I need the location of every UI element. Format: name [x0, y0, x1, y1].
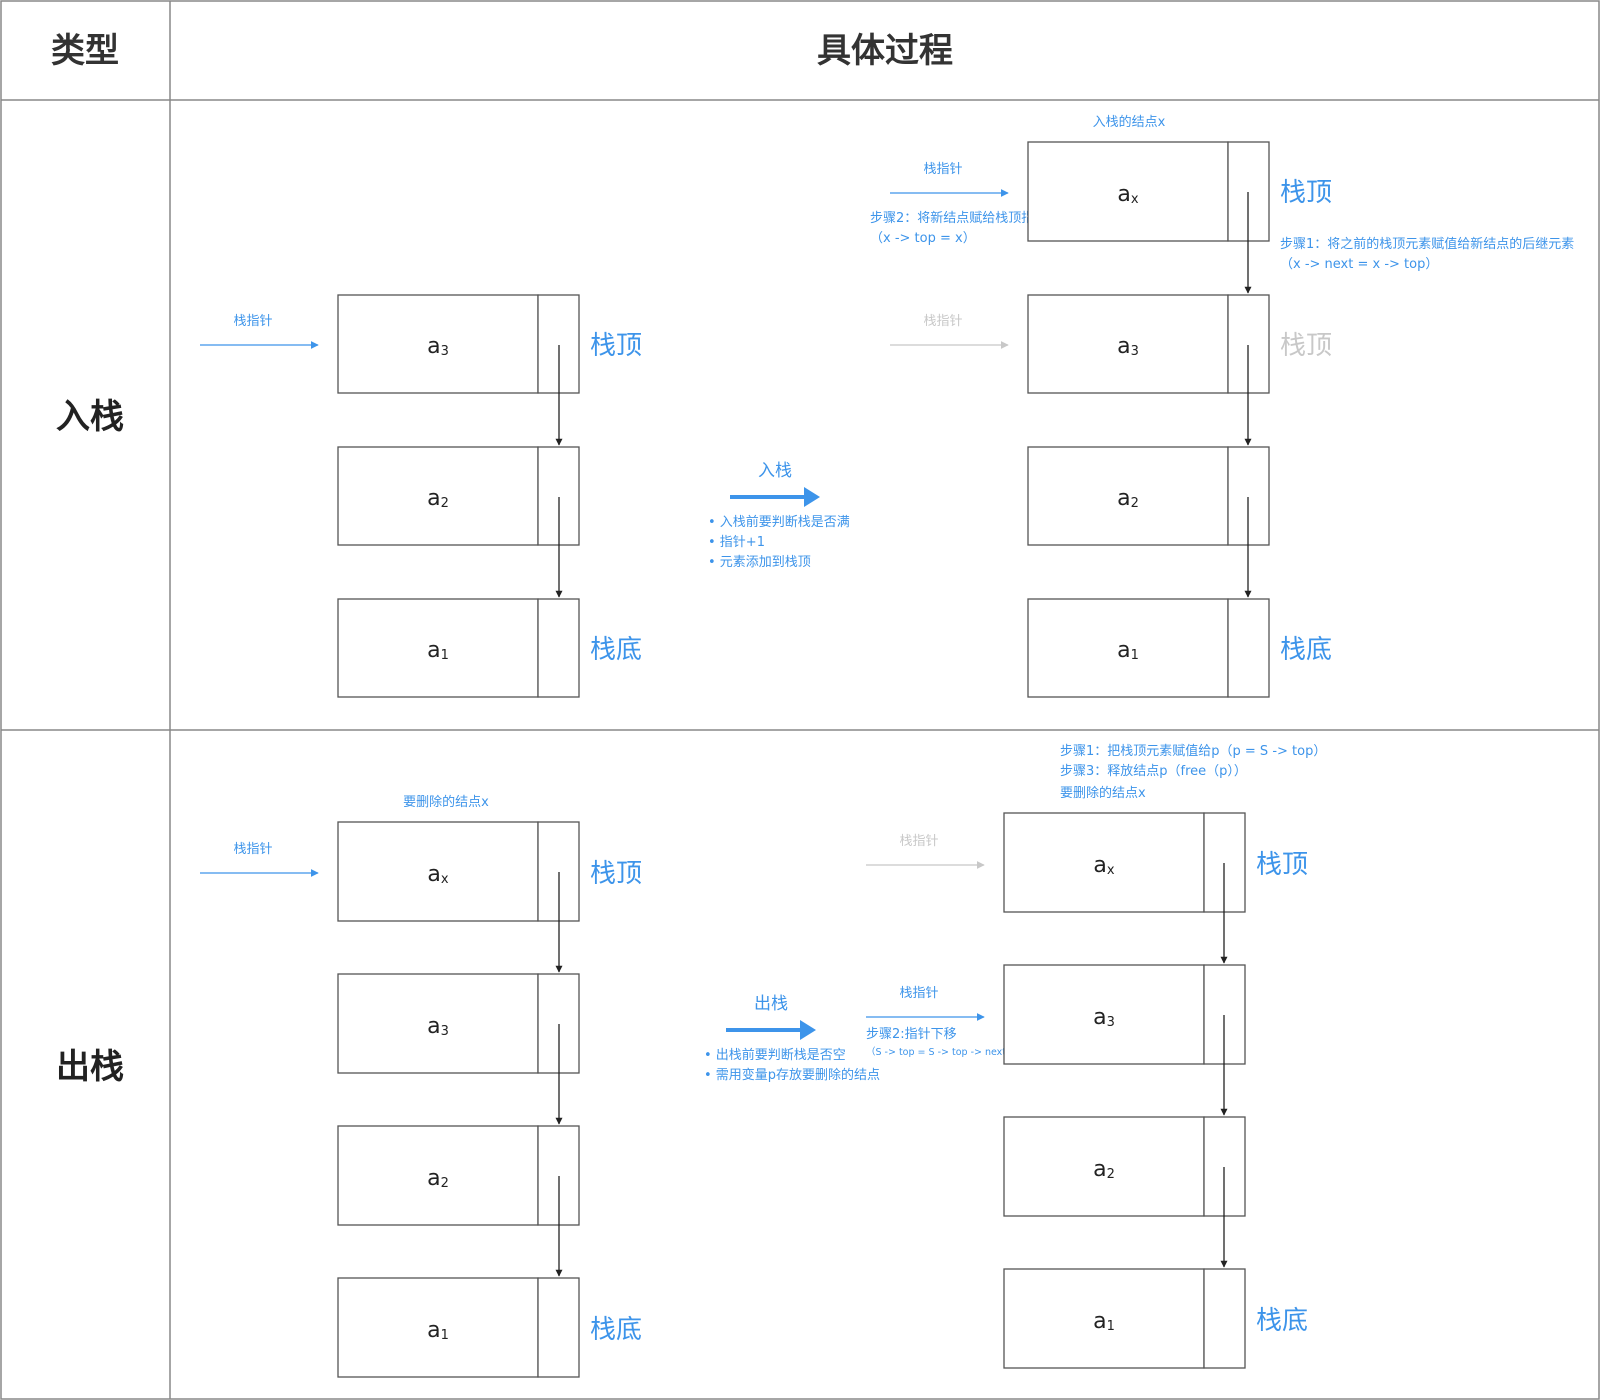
pop-step1-note: 步骤1：把栈顶元素赋值给p（p = S -> top） — [1060, 743, 1326, 759]
stack-node: a3 — [1003, 964, 1246, 1065]
push-step1-note: 步骤1：将之前的栈顶元素赋值给新结点的后继元素 — [1280, 236, 1574, 252]
svg-text:a3: a3 — [1093, 1005, 1115, 1030]
stack-pointer-label: 栈指针 — [899, 986, 938, 1001]
pop-row-label: 出栈 — [56, 1047, 124, 1087]
pop-step2-formula: （S -> top = S -> top -> next） — [866, 1046, 1016, 1058]
pop-operation: 出栈 • 出栈前要判断栈是否空 • 需用变量p存放要删除的结点 — [704, 994, 880, 1083]
svg-text:a1: a1 — [1093, 1309, 1115, 1334]
stack-top-label: 栈顶 — [1280, 178, 1332, 208]
stack-node: a2 — [1027, 446, 1270, 546]
stack-pointer-label: 栈指针 — [233, 314, 272, 329]
stack-node: a2 — [337, 1125, 580, 1226]
stack-node: a1 — [337, 1277, 580, 1378]
pop-step2-note: 步骤2:指针下移 — [866, 1027, 957, 1042]
push-note: • 指针+1 — [708, 535, 765, 550]
svg-text:a1: a1 — [427, 638, 449, 663]
delete-node-caption: 要删除的结点x — [403, 794, 489, 810]
stack-node: ax — [1027, 141, 1270, 242]
stack-node: a3 — [337, 294, 580, 394]
process-column-header: 具体过程 — [817, 31, 953, 71]
push-before-stack: 栈指针 a3 a2 a1 栈顶 栈底 — [200, 294, 642, 698]
svg-text:ax: ax — [427, 862, 448, 887]
pop-operation-label: 出栈 — [754, 994, 788, 1014]
svg-text:a2: a2 — [427, 1166, 449, 1191]
push-step2-note: 步骤2：将新结点赋给栈顶指针 — [870, 210, 1047, 226]
pop-before-stack: 要删除的结点x 栈指针 ax a3 a2 a1 栈顶 栈底 — [200, 794, 642, 1378]
push-row-label: 入栈 — [56, 397, 124, 437]
stack-pointer-label: 栈指针 — [233, 842, 272, 857]
new-node-caption: 入栈的结点x — [1093, 114, 1166, 130]
old-stack-pointer-label: 栈指针 — [923, 314, 962, 329]
stack-top-label: 栈顶 — [1256, 850, 1308, 880]
svg-text:a2: a2 — [1093, 1157, 1115, 1182]
type-column-header: 类型 — [51, 31, 119, 71]
push-step2-formula: （x -> top = x） — [870, 231, 976, 246]
stack-node: a1 — [1003, 1268, 1246, 1369]
stack-bottom-label: 栈底 — [1280, 635, 1332, 665]
svg-text:ax: ax — [1117, 182, 1138, 207]
push-after-stack: 入栈的结点x 栈指针 步骤2：将新结点赋给栈顶指针 （x -> top = x）… — [870, 114, 1574, 698]
stack-node: a3 — [337, 973, 580, 1074]
stack-bottom-label: 栈底 — [1256, 1306, 1308, 1336]
pop-note: • 出栈前要判断栈是否空 — [704, 1047, 846, 1063]
stack-node: a1 — [337, 598, 580, 698]
pop-after-stack: 步骤1：把栈顶元素赋值给p（p = S -> top） 步骤3：释放结点p（fr… — [866, 743, 1326, 1369]
old-stack-top-label: 栈顶 — [1280, 331, 1332, 361]
stack-top-label: 栈顶 — [590, 859, 642, 889]
svg-text:a2: a2 — [1117, 486, 1139, 511]
stack-node: a1 — [1027, 598, 1270, 698]
pop-step3-note: 步骤3：释放结点p（free（p）） — [1060, 764, 1247, 779]
stack-node: a3 — [1027, 294, 1270, 394]
stack-node: a2 — [1003, 1116, 1246, 1217]
old-stack-pointer-label: 栈指针 — [899, 834, 938, 849]
svg-text:a3: a3 — [1117, 334, 1139, 359]
svg-text:a3: a3 — [427, 1014, 449, 1039]
push-note: • 入栈前要判断栈是否满 — [708, 514, 850, 530]
svg-text:a3: a3 — [427, 334, 449, 359]
delete-node-caption: 要删除的结点x — [1060, 785, 1146, 801]
svg-text:a1: a1 — [1117, 638, 1139, 663]
stack-node: ax — [1003, 812, 1246, 913]
stack-bottom-label: 栈底 — [590, 1315, 642, 1345]
pop-operation-arrowhead — [800, 1020, 816, 1040]
svg-text:a2: a2 — [427, 486, 449, 511]
stack-node: ax — [337, 821, 580, 922]
svg-text:ax: ax — [1093, 853, 1114, 878]
push-operation: 入栈 • 入栈前要判断栈是否满 • 指针+1 • 元素添加到栈顶 — [708, 461, 850, 570]
stack-pointer-label: 栈指针 — [923, 162, 962, 177]
push-step1-formula: （x -> next = x -> top） — [1280, 257, 1438, 272]
stack-top-label: 栈顶 — [590, 331, 642, 361]
stack-bottom-label: 栈底 — [590, 635, 642, 665]
svg-text:a1: a1 — [427, 1318, 449, 1343]
pop-note: • 需用变量p存放要删除的结点 — [704, 1067, 880, 1083]
push-operation-label: 入栈 — [758, 461, 792, 481]
push-operation-arrowhead — [804, 487, 820, 507]
stack-node: a2 — [337, 446, 580, 546]
push-note: • 元素添加到栈顶 — [708, 555, 811, 570]
